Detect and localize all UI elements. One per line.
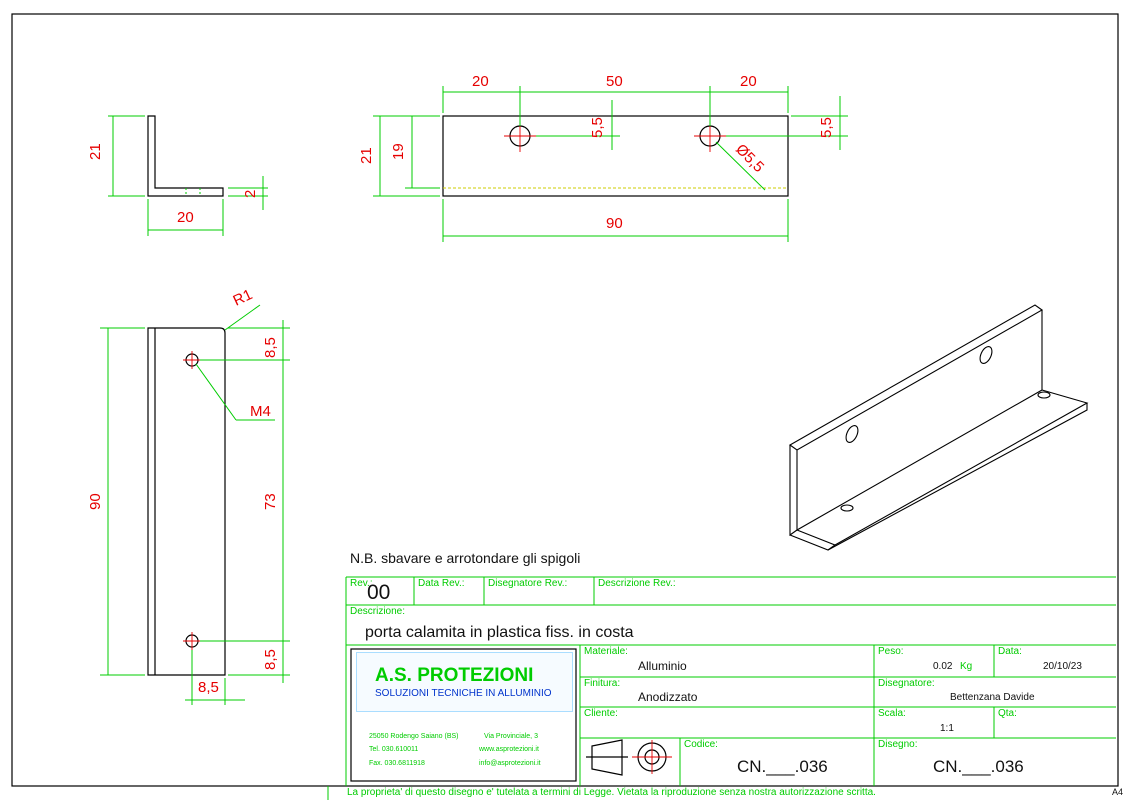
disegno-value: CN.___.036 xyxy=(933,757,1024,776)
dim-plate-mid: 73 xyxy=(262,493,279,510)
finitura-label: Finitura: xyxy=(584,678,621,689)
data-value: 20/10/23 xyxy=(1043,661,1082,672)
peso-unit: Kg xyxy=(960,661,973,672)
dim-plate-length: 90 xyxy=(87,493,104,510)
company-logo: A.S. PROTEZIONI SOLUZIONI TECNICHE IN AL… xyxy=(356,652,573,712)
address-street: Via Provinciale, 3 xyxy=(484,733,538,740)
codice-value: CN.___.036 xyxy=(737,757,828,776)
dim-plate-x: 8,5 xyxy=(198,679,219,696)
dim-plate-bottom: 8,5 xyxy=(262,649,279,670)
company-email: info@asprotezioni.it xyxy=(479,760,541,767)
dim-front-length: 90 xyxy=(606,215,623,232)
dim-front-h19: 19 xyxy=(390,143,407,160)
front-view xyxy=(373,86,848,242)
dim-front-right: 20 xyxy=(740,73,757,90)
dim-side-width: 20 xyxy=(177,209,194,226)
footer-copyright: La proprieta' di questo disegno e' tutel… xyxy=(347,787,876,798)
address-city: 25050 Rodengo Saiano (BS) xyxy=(369,733,459,740)
scala-label: Scala: xyxy=(878,708,906,719)
dim-side-thickness: 2 xyxy=(242,190,259,198)
disegnatore-rev-label: Disegnatore Rev.: xyxy=(488,578,568,589)
title-block-grid xyxy=(327,576,1116,800)
side-view xyxy=(108,115,268,236)
dim-front-left: 20 xyxy=(472,73,489,90)
dim-front-mid: 50 xyxy=(606,73,623,90)
dim-front-edge-b: 5,5 xyxy=(818,117,835,138)
dim-thread: M4 xyxy=(250,403,271,420)
rev-label: Rev.: xyxy=(350,578,373,589)
rev-value: 00 xyxy=(367,581,391,604)
descrizione-rev-label: Descrizione Rev.: xyxy=(598,578,676,589)
descrizione-value: porta calamita in plastica fiss. in cost… xyxy=(365,624,634,641)
company-tagline: SOLUZIONI TECNICHE IN ALLUMINIO xyxy=(375,688,552,699)
materiale-label: Materiale: xyxy=(584,646,628,657)
cliente-label: Cliente: xyxy=(584,708,618,719)
disegnatore-value: Bettenzana Davide xyxy=(950,692,1035,703)
company-name: A.S. PROTEZIONI xyxy=(375,665,534,686)
dim-plate-radius: R1 xyxy=(231,286,256,310)
scala-value: 1:1 xyxy=(940,723,954,734)
company-fax: Fax. 030.6811918 xyxy=(369,760,425,767)
dim-front-edge-a: 5,5 xyxy=(589,117,606,138)
dim-plate-top: 8,5 xyxy=(262,337,279,358)
sheet-frame xyxy=(11,13,1119,787)
finitura-value: Anodizzato xyxy=(638,690,698,704)
data-label: Data: xyxy=(998,646,1022,657)
note-text: N.B. sbavare e arrotondare gli spigoli xyxy=(350,550,581,566)
dim-side-height: 21 xyxy=(87,143,104,160)
qta-label: Qta: xyxy=(998,708,1017,719)
dim-hole-dia: Ø5,5 xyxy=(732,141,767,176)
company-tel: Tel. 030.610011 xyxy=(369,746,419,753)
descrizione-label: Descrizione: xyxy=(350,606,406,617)
dim-front-h21: 21 xyxy=(358,147,375,164)
disegno-label: Disegno: xyxy=(878,739,918,750)
disegnatore-label: Disegnatore: xyxy=(878,678,935,689)
sheet-size: A4 xyxy=(1112,787,1124,797)
isometric-view xyxy=(788,304,1089,551)
data-rev-label: Data Rev.: xyxy=(418,578,465,589)
peso-label: Peso: xyxy=(878,646,904,657)
codice-label: Codice: xyxy=(684,739,718,750)
materiale-value: Alluminio xyxy=(638,659,687,673)
company-web: www.asprotezioni.it xyxy=(479,746,539,753)
plate-view xyxy=(100,304,290,705)
peso-value: 0.02 xyxy=(933,661,953,672)
